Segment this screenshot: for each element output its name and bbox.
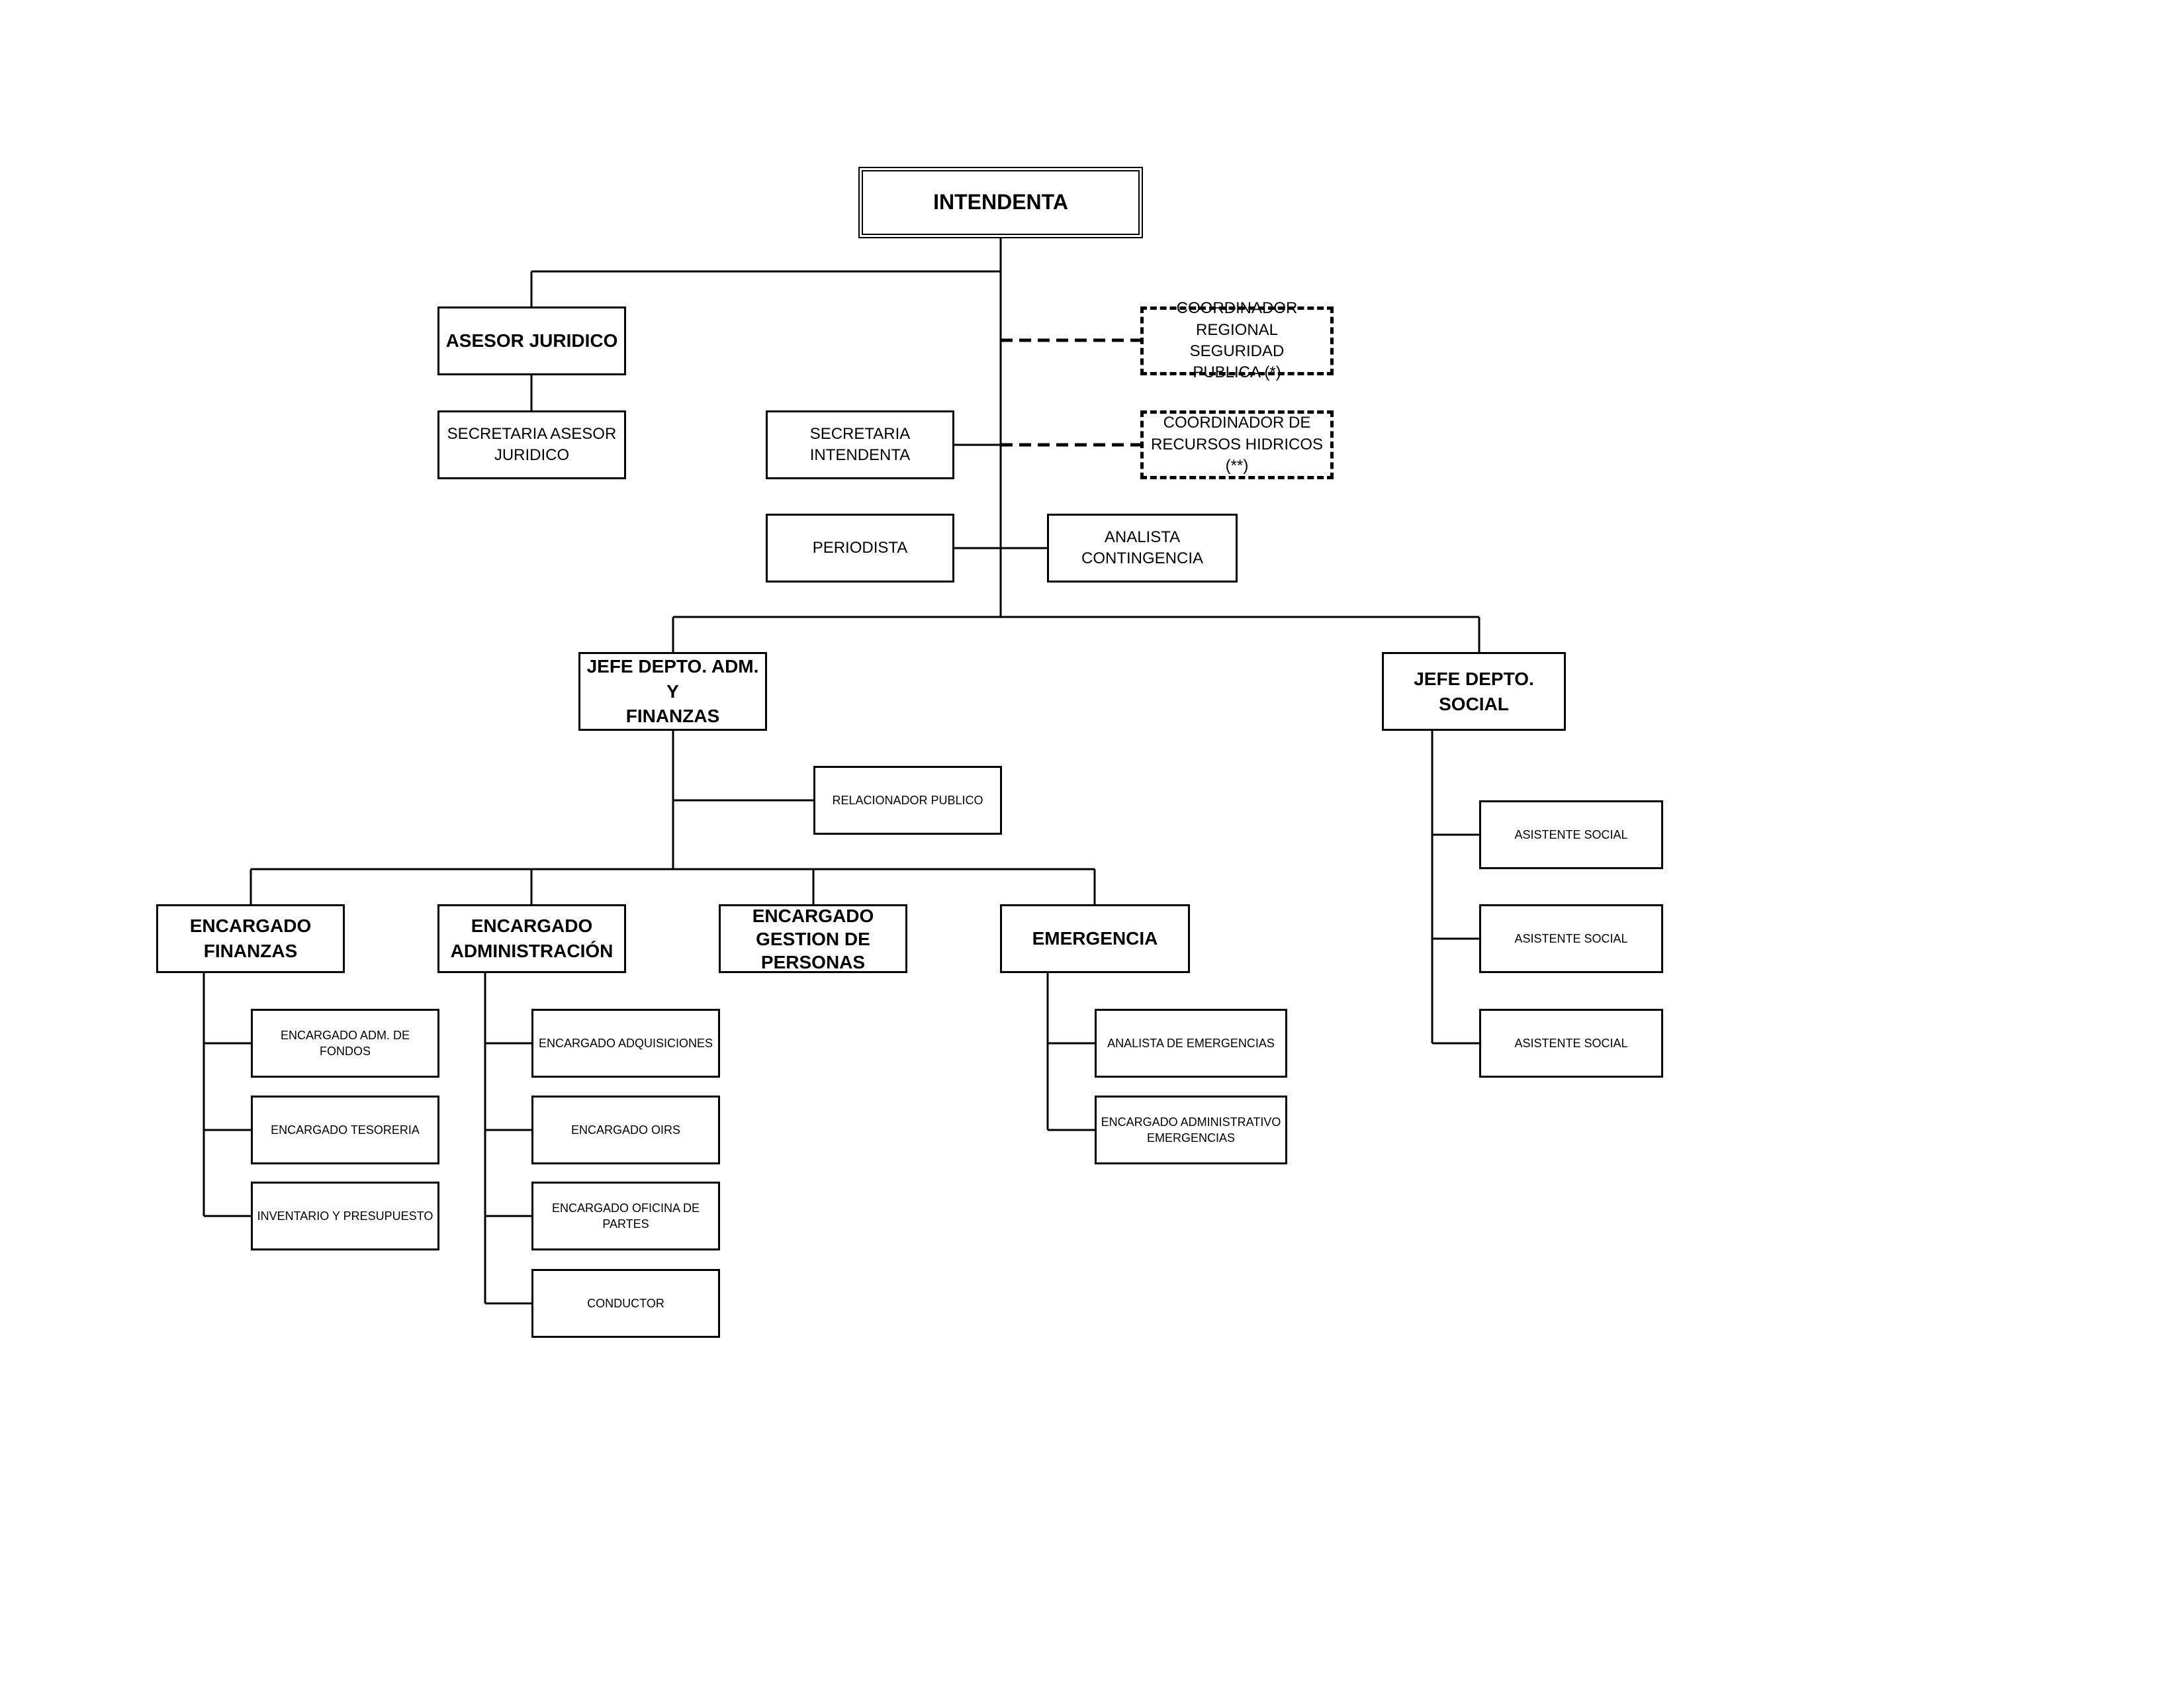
coordinador-seguridad-box: COORDINADOR REGIONAL SEGURIDAD PUBLICA (… — [1140, 299, 1334, 381]
analista-contingencia-box: ANALISTA CONTINGENCIA — [1047, 514, 1238, 583]
periodista-label: PERIODISTA — [812, 538, 908, 557]
encargado-tesoreria-label: ENCARGADO TESORERIA — [271, 1123, 420, 1137]
asistente-social-3-label: ASISTENTE SOCIAL — [1514, 1036, 1628, 1050]
inventario-presupuesto-label: INVENTARIO Y PRESUPUESTO — [257, 1209, 433, 1223]
encargado-finanzas-label: ENCARGADO FINANZAS — [189, 915, 312, 961]
encargado-administracion-label: ENCARGADO ADMINISTRACIÓN — [450, 915, 614, 961]
encargado-oirs-label: ENCARGADO OIRS — [570, 1123, 681, 1137]
intendenta-box: INTENDENTA — [858, 167, 1143, 238]
conductor-box: CONDUCTOR — [531, 1269, 720, 1338]
encargado-oirs-box: ENCARGADO OIRS — [531, 1096, 720, 1164]
coordinador-hidricos-box: COORDINADOR DE RECURSOS HIDRICOS (**) — [1140, 410, 1334, 479]
relacionador-publico-label: RELACIONADOR PUBLICO — [832, 793, 983, 807]
encargado-adm-fondos-box: ENCARGADO ADM. DE FONDOS — [251, 1009, 439, 1078]
encargado-tesoreria-box: ENCARGADO TESORERIA — [251, 1096, 439, 1164]
secretaria-intendenta-label: SECRETARIA INTENDENTA — [809, 424, 911, 464]
asesor-juridico-box: ASESOR JURIDICO — [437, 306, 626, 375]
encargado-adquisiciones-box: ENCARGADO ADQUISICIONES — [531, 1009, 720, 1078]
relacionador-publico-box: RELACIONADOR PUBLICO — [813, 766, 1002, 835]
coordinador-hidricos-label: COORDINADOR DE RECURSOS HIDRICOS (**) — [1150, 414, 1324, 475]
asesor-juridico-label: ASESOR JURIDICO — [445, 330, 618, 352]
encargado-adm-fondos-label: ENCARGADO ADM. DE FONDOS — [280, 1028, 410, 1058]
secretaria-intendenta-box: SECRETARIA INTENDENTA — [766, 410, 954, 479]
asistente-social-1-label: ASISTENTE SOCIAL — [1514, 827, 1628, 841]
encargado-oficina-partes-box: ENCARGADO OFICINA DE PARTES — [531, 1182, 720, 1250]
encargado-adquisiciones-label: ENCARGADO ADQUISICIONES — [538, 1036, 713, 1050]
analista-emergencias-label: ANALISTA DE EMERGENCIAS — [1107, 1036, 1275, 1050]
encargado-oficina-partes-label: ENCARGADO OFICINA DE PARTES — [551, 1201, 700, 1231]
encargado-gestion-personas-box: ENCARGADO GESTION DE PERSONAS — [719, 904, 907, 973]
jefe-social-label: JEFE DEPTO. SOCIAL — [1414, 668, 1534, 714]
asistente-social-2-box: ASISTENTE SOCIAL — [1479, 904, 1663, 973]
jefe-social-box: JEFE DEPTO. SOCIAL — [1382, 652, 1566, 731]
analista-emergencias-box: ANALISTA DE EMERGENCIAS — [1095, 1009, 1287, 1078]
secretaria-asesor-juridico-label: SECRETARIA ASESOR JURIDICO — [447, 424, 617, 464]
asistente-social-2-label: ASISTENTE SOCIAL — [1514, 931, 1628, 945]
analista-contingencia-label: ANALISTA CONTINGENCIA — [1081, 528, 1203, 567]
conductor-label: CONDUCTOR — [587, 1296, 664, 1310]
intendenta-label: INTENDENTA — [933, 190, 1068, 214]
inventario-presupuesto-box: INVENTARIO Y PRESUPUESTO — [251, 1182, 439, 1250]
periodista-box: PERIODISTA — [766, 514, 954, 583]
encargado-finanzas-box: ENCARGADO FINANZAS — [156, 904, 345, 973]
encargado-adm-emergencias-label: ENCARGADO ADMINISTRATIVO EMERGENCIAS — [1101, 1115, 1281, 1145]
jefe-adm-finanzas-box: JEFE DEPTO. ADM. Y FINANZAS — [578, 652, 767, 731]
coordinador-seguridad-label: COORDINADOR REGIONAL SEGURIDAD PUBLICA (… — [1176, 299, 1298, 382]
asistente-social-1-box: ASISTENTE SOCIAL — [1479, 800, 1663, 869]
asistente-social-3-box: ASISTENTE SOCIAL — [1479, 1009, 1663, 1078]
encargado-gestion-personas-label: ENCARGADO GESTION DE PERSONAS — [752, 905, 874, 972]
emergencia-label: EMERGENCIA — [1032, 928, 1158, 949]
encargado-adm-emergencias-box: ENCARGADO ADMINISTRATIVO EMERGENCIAS — [1095, 1096, 1287, 1164]
emergencia-box: EMERGENCIA — [1000, 904, 1190, 973]
secretaria-asesor-juridico-box: SECRETARIA ASESOR JURIDICO — [437, 410, 626, 479]
jefe-adm-finanzas-label: JEFE DEPTO. ADM. Y FINANZAS — [586, 655, 759, 727]
encargado-administracion-box: ENCARGADO ADMINISTRACIÓN — [437, 904, 626, 973]
